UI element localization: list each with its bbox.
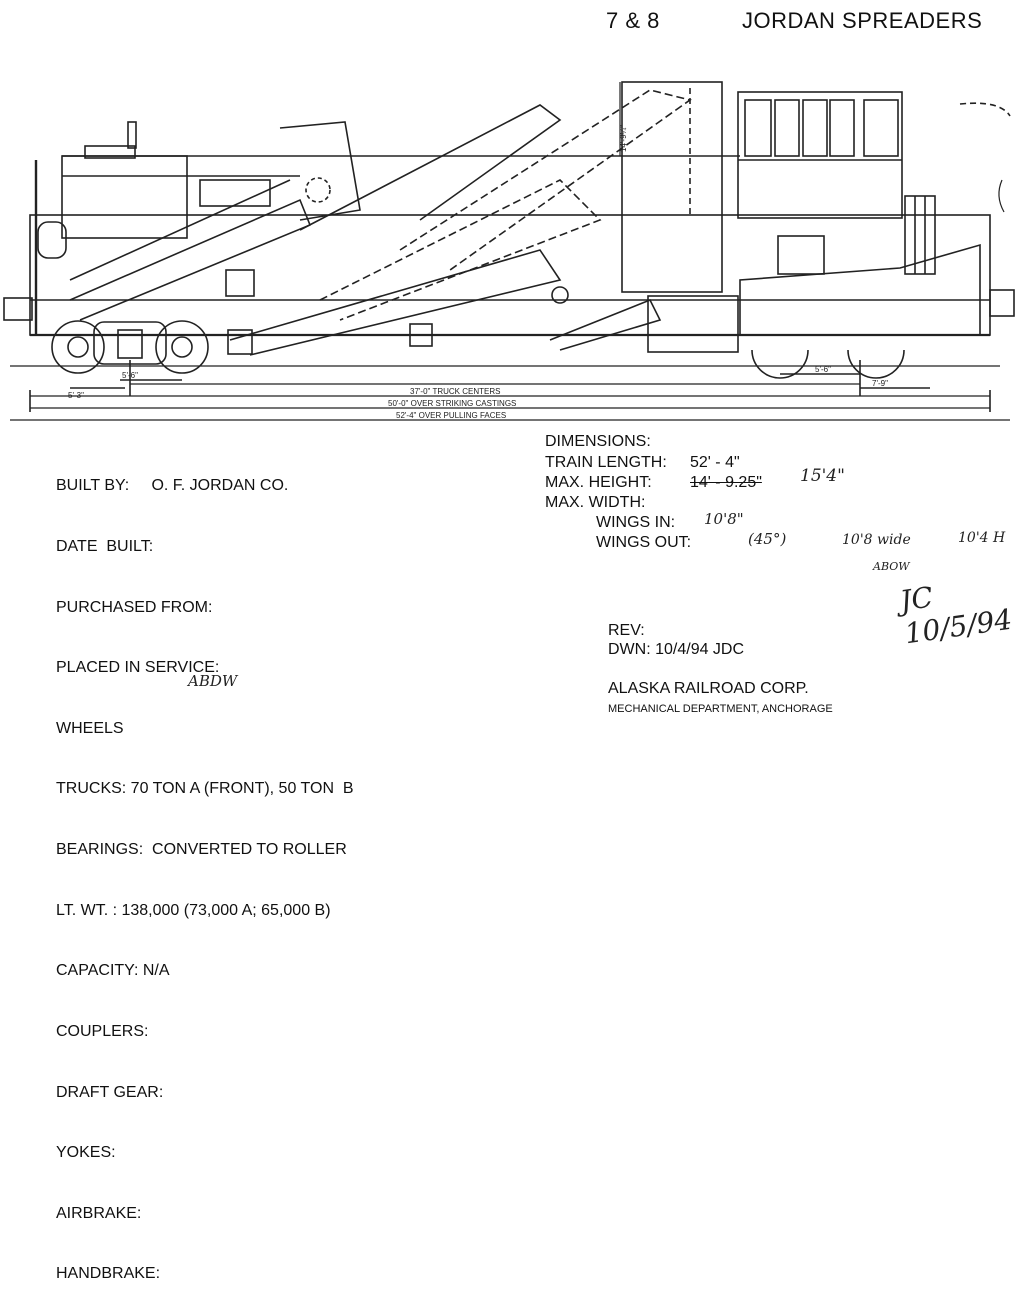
drawing-title: JORDAN SPREADERS (742, 8, 983, 33)
spec-couplers: COUPLERS: (56, 1022, 149, 1040)
spec-airbrake: AIRBRAKE: (56, 1204, 142, 1222)
max-height-value: 14' - 9.25" (690, 474, 762, 491)
handwritten-wings-out-angle: (45°) (748, 530, 787, 548)
cab-door (777, 235, 825, 275)
handwritten-max-height: 15'4" (800, 466, 845, 486)
spec-wheels: WHEELS (56, 719, 124, 737)
train-length-value: 52' - 4" (690, 454, 740, 471)
spec-light-weight: LT. WT. : 138,000 (73,000 A; 65,000 B) (56, 901, 331, 919)
right-cab (737, 91, 903, 219)
spec-built-by: BUILT BY: O. F. JORDAN CO. (56, 477, 289, 495)
handwritten-wings-out-width: 10'8 wide (842, 532, 911, 548)
spec-list: BUILT BY: O. F. JORDAN CO. DATE BUILT: P… (56, 436, 354, 1305)
train-length-label: TRAIN LENGTH: (545, 454, 667, 471)
label-truck-centers: 37'-0" TRUCK CENTERS (410, 387, 500, 396)
upper-boom-arm (299, 104, 562, 231)
spec-date-built: DATE BUILT: (56, 538, 154, 556)
lower-boom-arm (69, 198, 312, 321)
company-name: ALASKA RAILROAD CORP. (608, 680, 809, 697)
spec-capacity: CAPACITY: N/A (56, 962, 170, 980)
left-housing (61, 155, 188, 239)
drawing-number: 7 & 8 (606, 8, 660, 33)
dimensions-heading: DIMENSIONS: (545, 433, 651, 450)
max-height-label: MAX. HEIGHT: (545, 474, 652, 491)
label-boom-height: 14'-9¼" (619, 125, 628, 152)
handwritten-abow: ABOW (873, 560, 910, 573)
left-wheel-2 (155, 320, 209, 374)
rev-label: REV: (608, 622, 645, 639)
left-wheel-1 (51, 320, 105, 374)
handwritten-airbrake: ABDW (188, 672, 238, 690)
spec-bearings: BEARINGS: CONVERTED TO ROLLER (56, 841, 347, 859)
spec-yokes: YOKES: (56, 1144, 116, 1162)
spec-purchased-from: PURCHASED FROM: (56, 598, 213, 616)
spec-draft-gear: DRAFT GEAR: (56, 1083, 164, 1101)
label-left-wheel-a: 5'-3" (68, 391, 84, 400)
max-width-label: MAX. WIDTH: (545, 494, 646, 511)
label-right-wheel-a: 5'-6" (815, 365, 831, 374)
wings-out-label: WINGS OUT: (596, 534, 692, 551)
handwritten-signature: JC 10/5/94 (898, 580, 1015, 651)
handwritten-wings-out-height: 10'4 H (958, 530, 1006, 546)
spec-trucks: TRUCKS: 70 TON A (FRONT), 50 TON B (56, 780, 354, 798)
department-name: MECHANICAL DEPARTMENT, ANCHORAGE (608, 703, 833, 715)
spec-handbrake: HANDBRAKE: (56, 1265, 161, 1283)
wings-in-label: WINGS IN: (596, 514, 676, 531)
spreader-line-drawing: 37'-0" TRUCK CENTERS 50'-0" OVER STRIKIN… (3, 81, 1015, 421)
spec-placed-in-service: PLACED IN SERVICE: (56, 659, 220, 677)
label-over-pulling: 52'-4" OVER PULLING FACES (396, 411, 506, 420)
label-over-striking: 50'-0" OVER STRIKING CASTINGS (388, 399, 516, 408)
drawn-by: DWN: 10/4/94 JDC (608, 641, 745, 658)
handwritten-wings-in: 10'8" (704, 510, 744, 528)
label-left-wheel-b: 5'-6" (122, 371, 138, 380)
label-right-wheel-b: 7'-9" (872, 379, 888, 388)
